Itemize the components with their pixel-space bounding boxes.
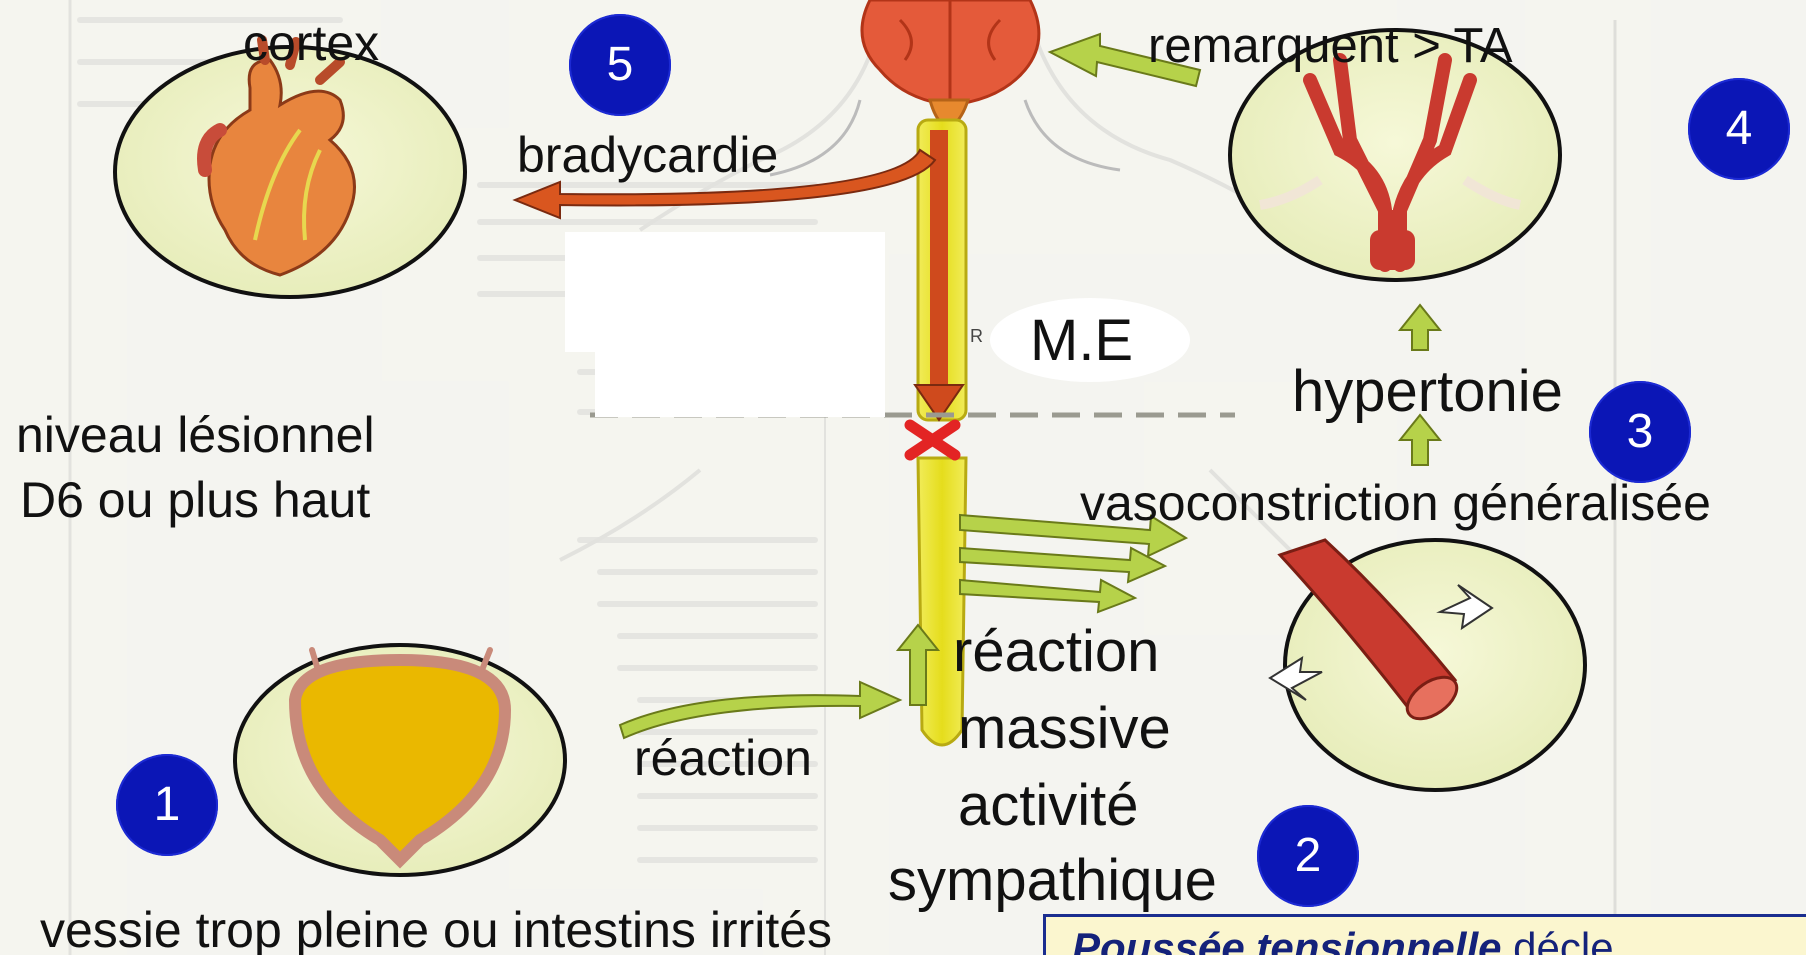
label-vasoconstriction: vasoconstriction généralisée	[1080, 478, 1711, 528]
step-badge-1: 1	[116, 754, 218, 856]
caption-box: Poussée tensionnelle décle	[1043, 914, 1806, 955]
label-reaction: réaction	[634, 733, 812, 783]
label-bradycardie: bradycardie	[517, 130, 778, 180]
caption-rest-text: décle	[1501, 924, 1613, 955]
step-badge-2: 2	[1257, 805, 1359, 907]
label-reaction-massive-1: réaction	[953, 623, 1159, 681]
label-reaction-massive-2: massive	[958, 700, 1171, 758]
label-me: M.E	[1030, 312, 1133, 370]
label-remarquent: remarquent > TA	[1148, 22, 1513, 71]
white-cover-panel-2	[595, 352, 885, 417]
step-badge-4: 4	[1688, 78, 1790, 180]
caption-text: Poussée tensionnelle décle	[1072, 927, 1614, 955]
label-cortex: cortex	[243, 18, 379, 68]
step-badge-3: 3	[1589, 381, 1691, 483]
label-activite: activité	[958, 777, 1139, 835]
white-cover-panel	[565, 232, 885, 352]
label-vessie: vessie trop pleine ou intestins irrités	[40, 905, 832, 955]
label-r-marker: R	[970, 327, 983, 345]
caption-bold-text: Poussée tensionnelle	[1072, 924, 1501, 955]
label-niveau-lesionnel: niveau lésionnel	[16, 410, 375, 460]
step-badge-5: 5	[569, 14, 671, 116]
label-hypertonie: hypertonie	[1292, 363, 1563, 421]
label-d6: D6 ou plus haut	[20, 475, 370, 525]
label-sympathique: sympathique	[888, 852, 1217, 910]
